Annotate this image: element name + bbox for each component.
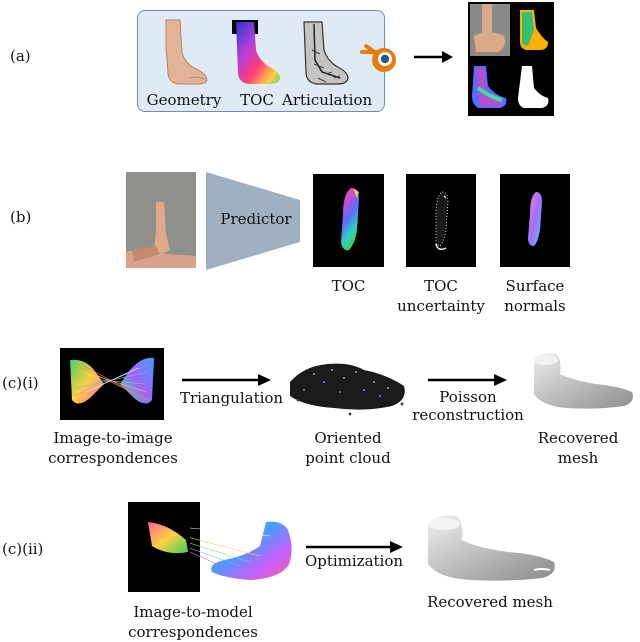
foot-photo-icon [165, 19, 208, 85]
normals-output-image [500, 174, 570, 267]
toc-output-art [341, 188, 359, 251]
row-label-ci: (c)(i) [2, 374, 39, 392]
image-to-image-art [70, 357, 154, 404]
input-photo [126, 172, 196, 268]
uncertainty-output-art [435, 191, 449, 251]
label-surface-normals: Surface normals [504, 277, 566, 315]
articulation-foot-icon [303, 21, 349, 85]
label-toc-output: TOC [331, 277, 366, 295]
label-image-to-image: Image-to-image correspondences [48, 429, 178, 467]
recovered-mesh-ii-icon [428, 515, 555, 581]
input-photo-art [126, 172, 196, 268]
row-label-cii: (c)(ii) [2, 540, 44, 558]
render-grid-icon [468, 2, 554, 116]
foot-model-icon [190, 521, 292, 580]
arrow-optimization-icon [306, 541, 403, 553]
label-point-cloud: Oriented point cloud [305, 429, 391, 467]
render-grid-art [470, 4, 552, 112]
label-image-to-model: Image-to-model correspondences [128, 603, 258, 641]
arrow-triangulation-icon [182, 374, 271, 386]
image-to-model-panel [128, 502, 200, 592]
label-geometry: Geometry [146, 91, 222, 109]
point-cloud-icon [290, 363, 405, 416]
label-recovered-mesh-ci: Recovered mesh [537, 429, 619, 467]
label-optimization: Optimization [304, 552, 404, 570]
label-triangulation: Triangulation [180, 389, 284, 407]
toc-output-image [313, 174, 384, 267]
row-label-a: (a) [10, 47, 31, 65]
image-to-image-panel [60, 348, 164, 420]
predictor-network-icon [206, 172, 300, 270]
arrow-poisson-icon [428, 374, 507, 386]
arrow-right-icon [414, 51, 453, 63]
row-label-b: (b) [10, 208, 32, 226]
uncertainty-output-image [406, 174, 476, 267]
label-toc: TOC [240, 91, 274, 109]
label-articulation: Articulation [282, 91, 373, 109]
blender-logo-icon [360, 44, 396, 72]
predictor-label: Predictor [220, 210, 292, 228]
label-toc-uncertainty: TOC uncertainty [397, 277, 485, 315]
toc-foot-icon [232, 20, 280, 84]
normals-output-art [528, 192, 542, 246]
label-poisson: Poisson reconstruction [412, 388, 524, 424]
label-recovered-mesh-cii: Recovered mesh [427, 593, 553, 611]
image-to-model-art [148, 522, 188, 554]
recovered-mesh-icon [534, 353, 633, 409]
